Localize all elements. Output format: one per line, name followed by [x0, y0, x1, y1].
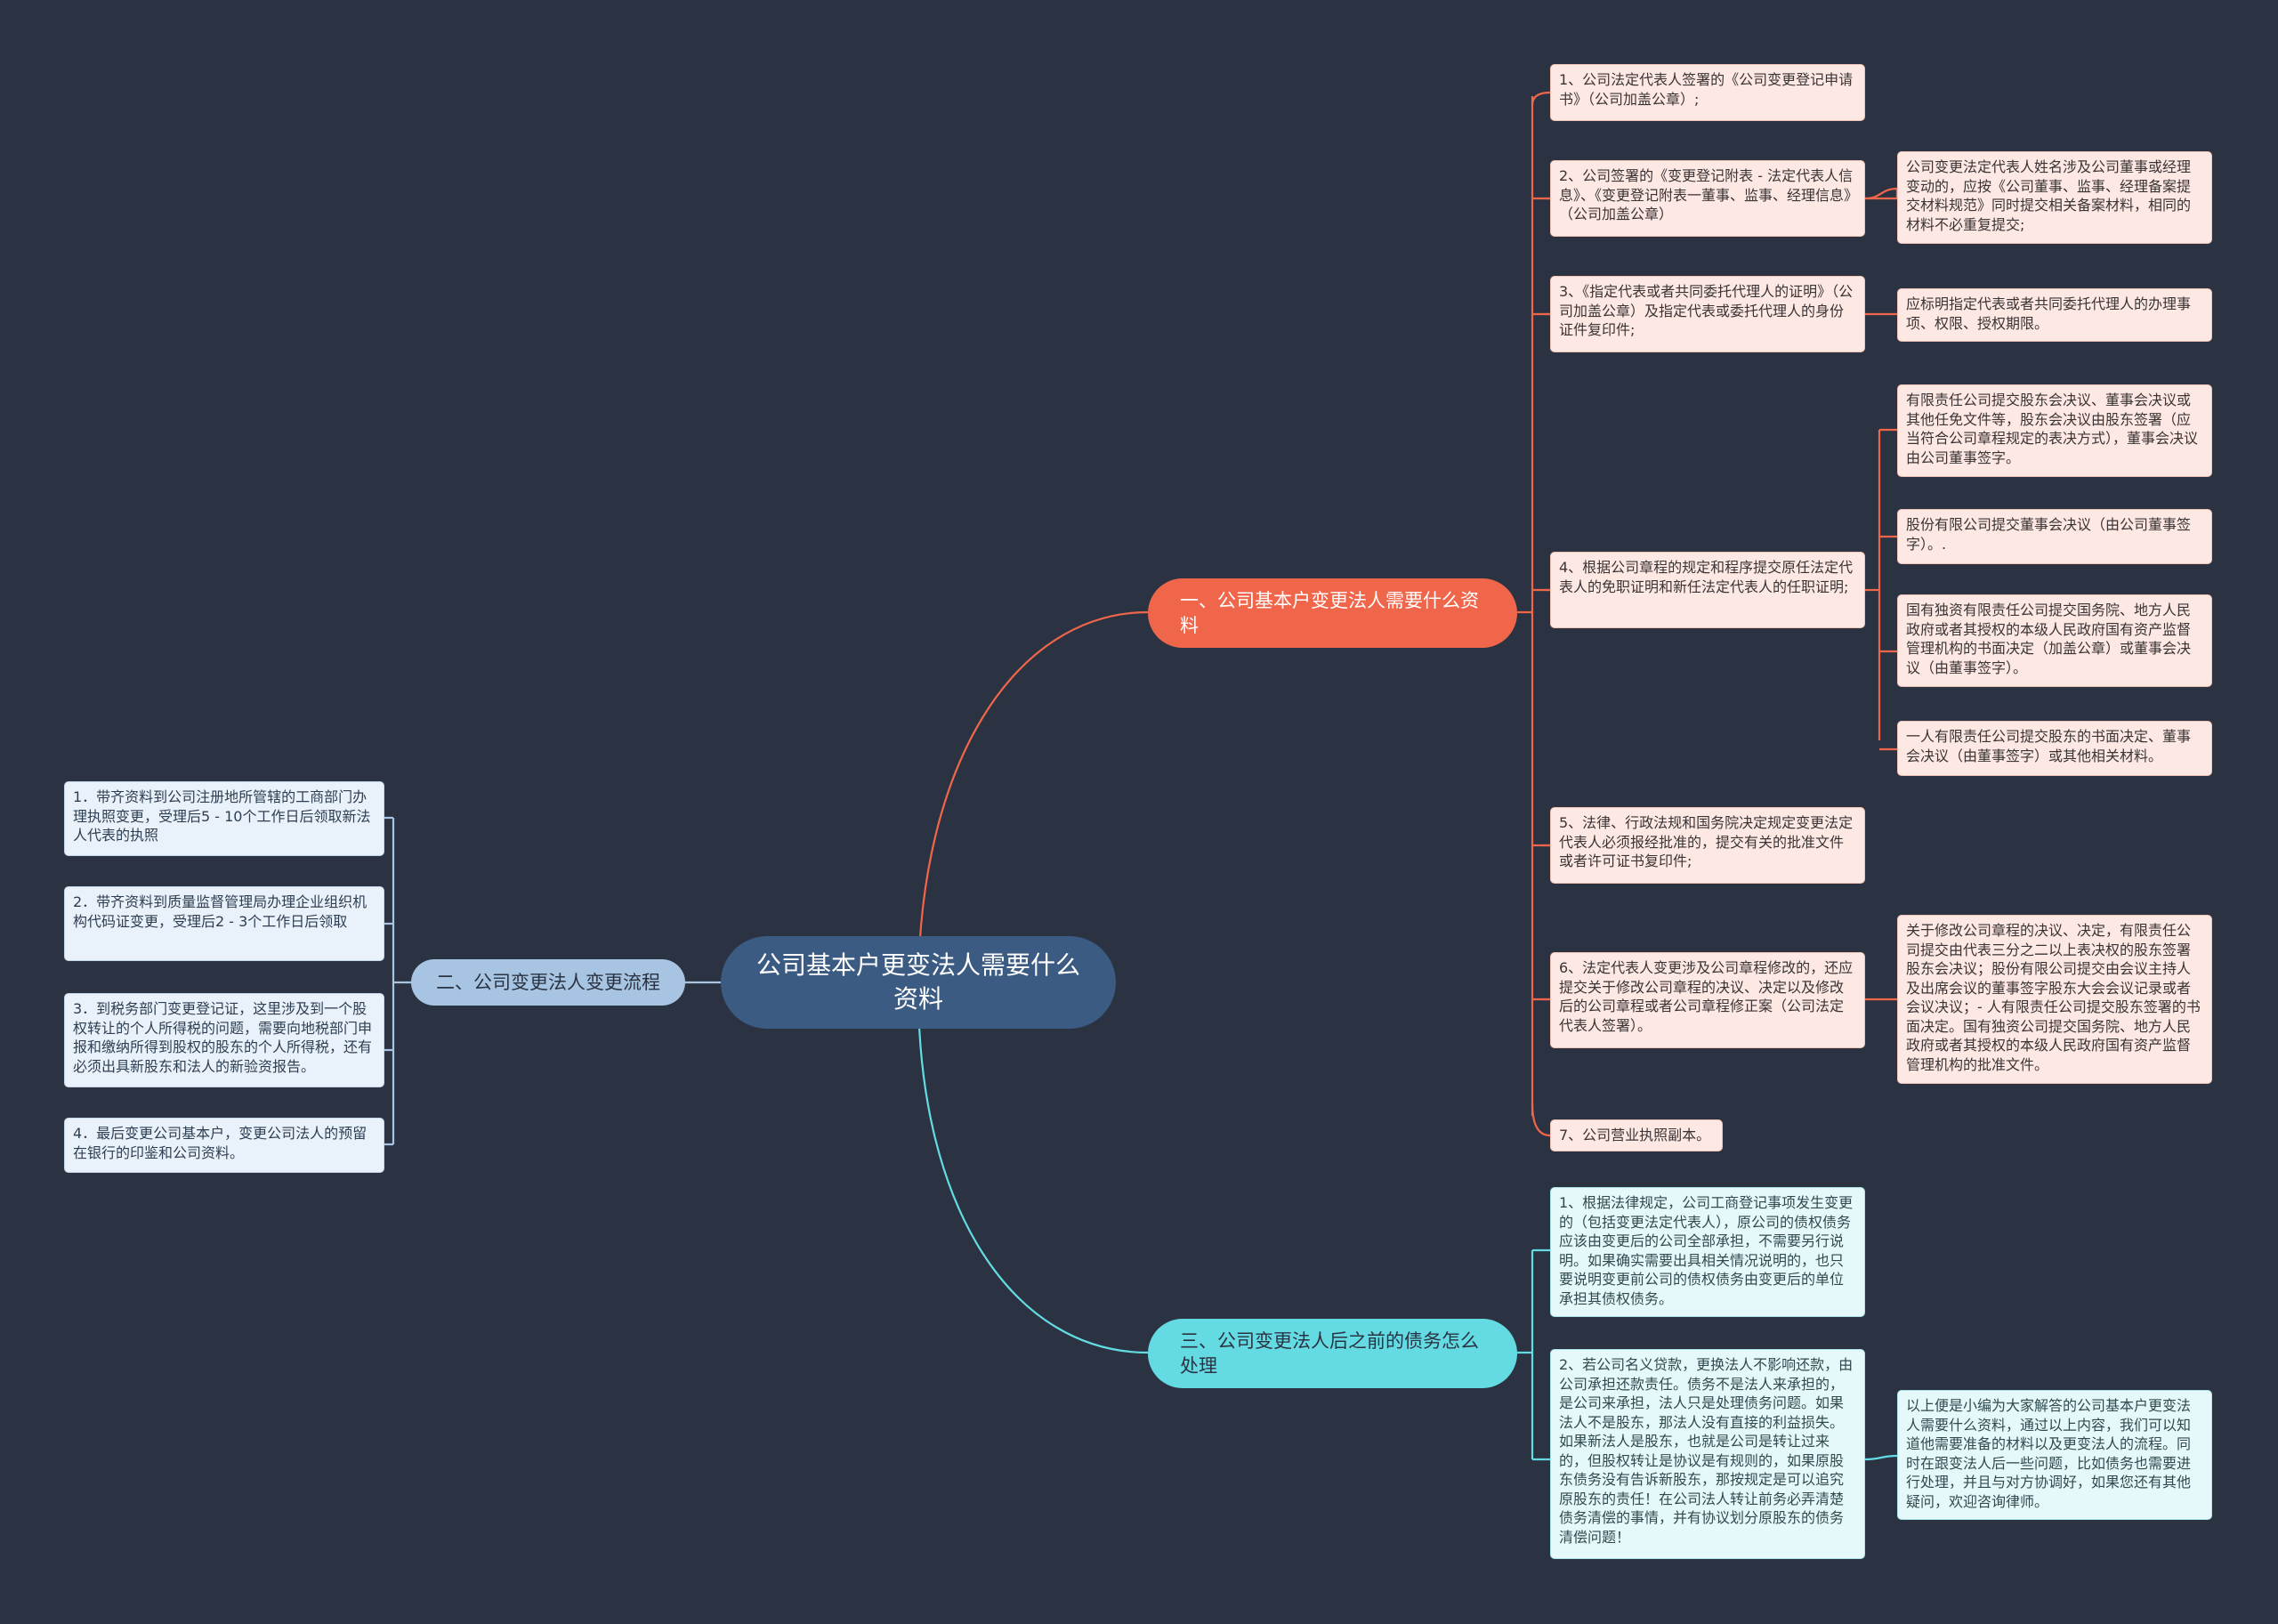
b1-item-6-note-1-text: 关于修改公司章程的决议、决定，有限责任公司提交由代表三分之二以上表决权的股东签署… [1906, 922, 2201, 1073]
root-topic[interactable]: 公司基本户更变法人需要什么资料 [721, 936, 1116, 1029]
b1-item-1-text: 1、公司法定代表人签署的《公司变更登记申请书》（公司加盖公章）; [1559, 71, 1854, 108]
b1-item-4-note-3[interactable]: 国有独资有限责任公司提交国务院、地方人民政府或者其授权的本级人民政府国有资产监督… [1897, 594, 2212, 687]
b2-item-4-text: 4．最后变更公司基本户，变更公司法人的预留在银行的印鉴和公司资料。 [73, 1125, 368, 1161]
b1-item-4-note-1-text: 有限责任公司提交股东会决议、董事会决议或其他任免文件等，股东会决议由股东签署（应… [1906, 392, 2199, 466]
branch-3-label: 三、公司变更法人后之前的债务怎么处理 [1180, 1330, 1479, 1377]
b1-item-4[interactable]: 4、根据公司章程的规定和程序提交原任法定代表人的免职证明和新任法定代表人的任职证… [1550, 552, 1865, 628]
b3-item-2-note-1[interactable]: 以上便是小编为大家解答的公司基本户更变法人需要什么资料，通过以上内容，我们可以知… [1897, 1390, 2212, 1520]
branch-2-topic[interactable]: 二、公司变更法人变更流程 [411, 959, 685, 1006]
b1-item-3-text: 3、《指定代表或者共同委托代理人的证明》（公司加盖公章）及指定代表或委托代理人的… [1559, 283, 1854, 338]
b1-item-2-note-1-text: 公司变更法定代表人姓名涉及公司董事或经理变动的，应按《公司董事、监事、经理备案提… [1906, 158, 2192, 233]
b2-item-3[interactable]: 3．到税务部门变更登记证，这里涉及到一个股权转让的个人所得税的问题，需要向地税部… [64, 993, 384, 1087]
branch-1-label: 一、公司基本户变更法人需要什么资料 [1180, 590, 1479, 636]
b3-item-2[interactable]: 2、若公司名义贷款，更换法人不影响还款，由公司承担还款责任。债务不是法人来承担的… [1550, 1349, 1865, 1559]
root-topic-label: 公司基本户更变法人需要什么资料 [755, 950, 1080, 1014]
b1-item-5-text: 5、法律、行政法规和国务院决定规定变更法定代表人必须报经批准的，提交有关的批准文… [1559, 814, 1854, 869]
b1-item-1[interactable]: 1、公司法定代表人签署的《公司变更登记申请书》（公司加盖公章）; [1550, 64, 1865, 121]
b1-item-3-note-1-text: 应标明指定代表或者共同委托代理人的办理事项、权限、授权期限。 [1906, 295, 2192, 332]
b1-item-4-note-4[interactable]: 一人有限责任公司提交股东的书面决定、董事会决议（由董事签字）或其他相关材料。 [1897, 721, 2212, 776]
b1-item-6-text: 6、法定代表人变更涉及公司章程修改的，还应提交关于修改公司章程的决议、决定以及修… [1559, 959, 1854, 1034]
b3-item-2-text: 2、若公司名义贷款，更换法人不影响还款，由公司承担还款责任。债务不是法人来承担的… [1559, 1356, 1854, 1546]
b3-item-1-text: 1、根据法律规定，公司工商登记事项发生变更的（包括变更法定代表人），原公司的债权… [1559, 1194, 1854, 1307]
branch-3-topic[interactable]: 三、公司变更法人后之前的债务怎么处理 [1148, 1319, 1517, 1388]
b2-item-2-text: 2．带齐资料到质量监督管理局办理企业组织机构代码证变更，受理后2 - 3个工作日… [73, 893, 368, 930]
b2-item-1-text: 1．带齐资料到公司注册地所管辖的工商部门办理执照变更，受理后5 - 10个工作日… [73, 788, 371, 844]
b1-item-2-note-1[interactable]: 公司变更法定代表人姓名涉及公司董事或经理变动的，应按《公司董事、监事、经理备案提… [1897, 151, 2212, 244]
b3-item-2-note-1-text: 以上便是小编为大家解答的公司基本户更变法人需要什么资料，通过以上内容，我们可以知… [1906, 1397, 2192, 1510]
b2-item-3-text: 3．到税务部门变更登记证，这里涉及到一个股权转让的个人所得税的问题，需要向地税部… [73, 1000, 373, 1075]
b1-item-7[interactable]: 7、公司营业执照副本。 [1550, 1119, 1723, 1151]
b2-item-2[interactable]: 2．带齐资料到质量监督管理局办理企业组织机构代码证变更，受理后2 - 3个工作日… [64, 886, 384, 961]
branch-1-topic[interactable]: 一、公司基本户变更法人需要什么资料 [1148, 578, 1517, 648]
b1-item-4-note-1[interactable]: 有限责任公司提交股东会决议、董事会决议或其他任免文件等，股东会决议由股东签署（应… [1897, 384, 2212, 477]
b1-item-3-note-1[interactable]: 应标明指定代表或者共同委托代理人的办理事项、权限、授权期限。 [1897, 288, 2212, 342]
b1-item-2-text: 2、公司签署的《变更登记附表 - 法定代表人信息》、《变更登记附表一董事、监事、… [1559, 167, 1854, 222]
b1-item-4-text: 4、根据公司章程的规定和程序提交原任法定代表人的免职证明和新任法定代表人的任职证… [1559, 559, 1854, 595]
b2-item-4[interactable]: 4．最后变更公司基本户，变更公司法人的预留在银行的印鉴和公司资料。 [64, 1118, 384, 1173]
link-root-b1 [917, 610, 1149, 990]
branch-2-label: 二、公司变更法人变更流程 [436, 972, 660, 993]
b1-item-4-note-3-text: 国有独资有限责任公司提交国务院、地方人民政府或者其授权的本级人民政府国有资产监督… [1906, 602, 2192, 676]
b1-item-7-text: 7、公司营业执照副本。 [1559, 1127, 1711, 1143]
b3-item-1[interactable]: 1、根据法律规定，公司工商登记事项发生变更的（包括变更法定代表人），原公司的债权… [1550, 1187, 1865, 1317]
b2-item-1[interactable]: 1．带齐资料到公司注册地所管辖的工商部门办理执照变更，受理后5 - 10个工作日… [64, 781, 384, 856]
b1-item-3[interactable]: 3、《指定代表或者共同委托代理人的证明》（公司加盖公章）及指定代表或委托代理人的… [1550, 276, 1865, 352]
b1-item-5[interactable]: 5、法律、行政法规和国务院决定规定变更法定代表人必须报经批准的，提交有关的批准文… [1550, 807, 1865, 884]
b1-item-6[interactable]: 6、法定代表人变更涉及公司章程修改的，还应提交关于修改公司章程的决议、决定以及修… [1550, 952, 1865, 1048]
b1-item-4-note-2-text: 股份有限公司提交董事会决议（由公司董事签字）。. [1906, 516, 2192, 553]
b1-item-6-note-1[interactable]: 关于修改公司章程的决议、决定，有限责任公司提交由代表三分之二以上表决权的股东签署… [1897, 915, 2212, 1084]
b1-item-4-note-4-text: 一人有限责任公司提交股东的书面决定、董事会决议（由董事签字）或其他相关材料。 [1906, 728, 2192, 764]
link-root-b3 [917, 989, 1149, 1354]
b1-item-2[interactable]: 2、公司签署的《变更登记附表 - 法定代表人信息》、《变更登记附表一董事、监事、… [1550, 160, 1865, 237]
b1-item-4-note-2[interactable]: 股份有限公司提交董事会决议（由公司董事签字）。. [1897, 509, 2212, 564]
